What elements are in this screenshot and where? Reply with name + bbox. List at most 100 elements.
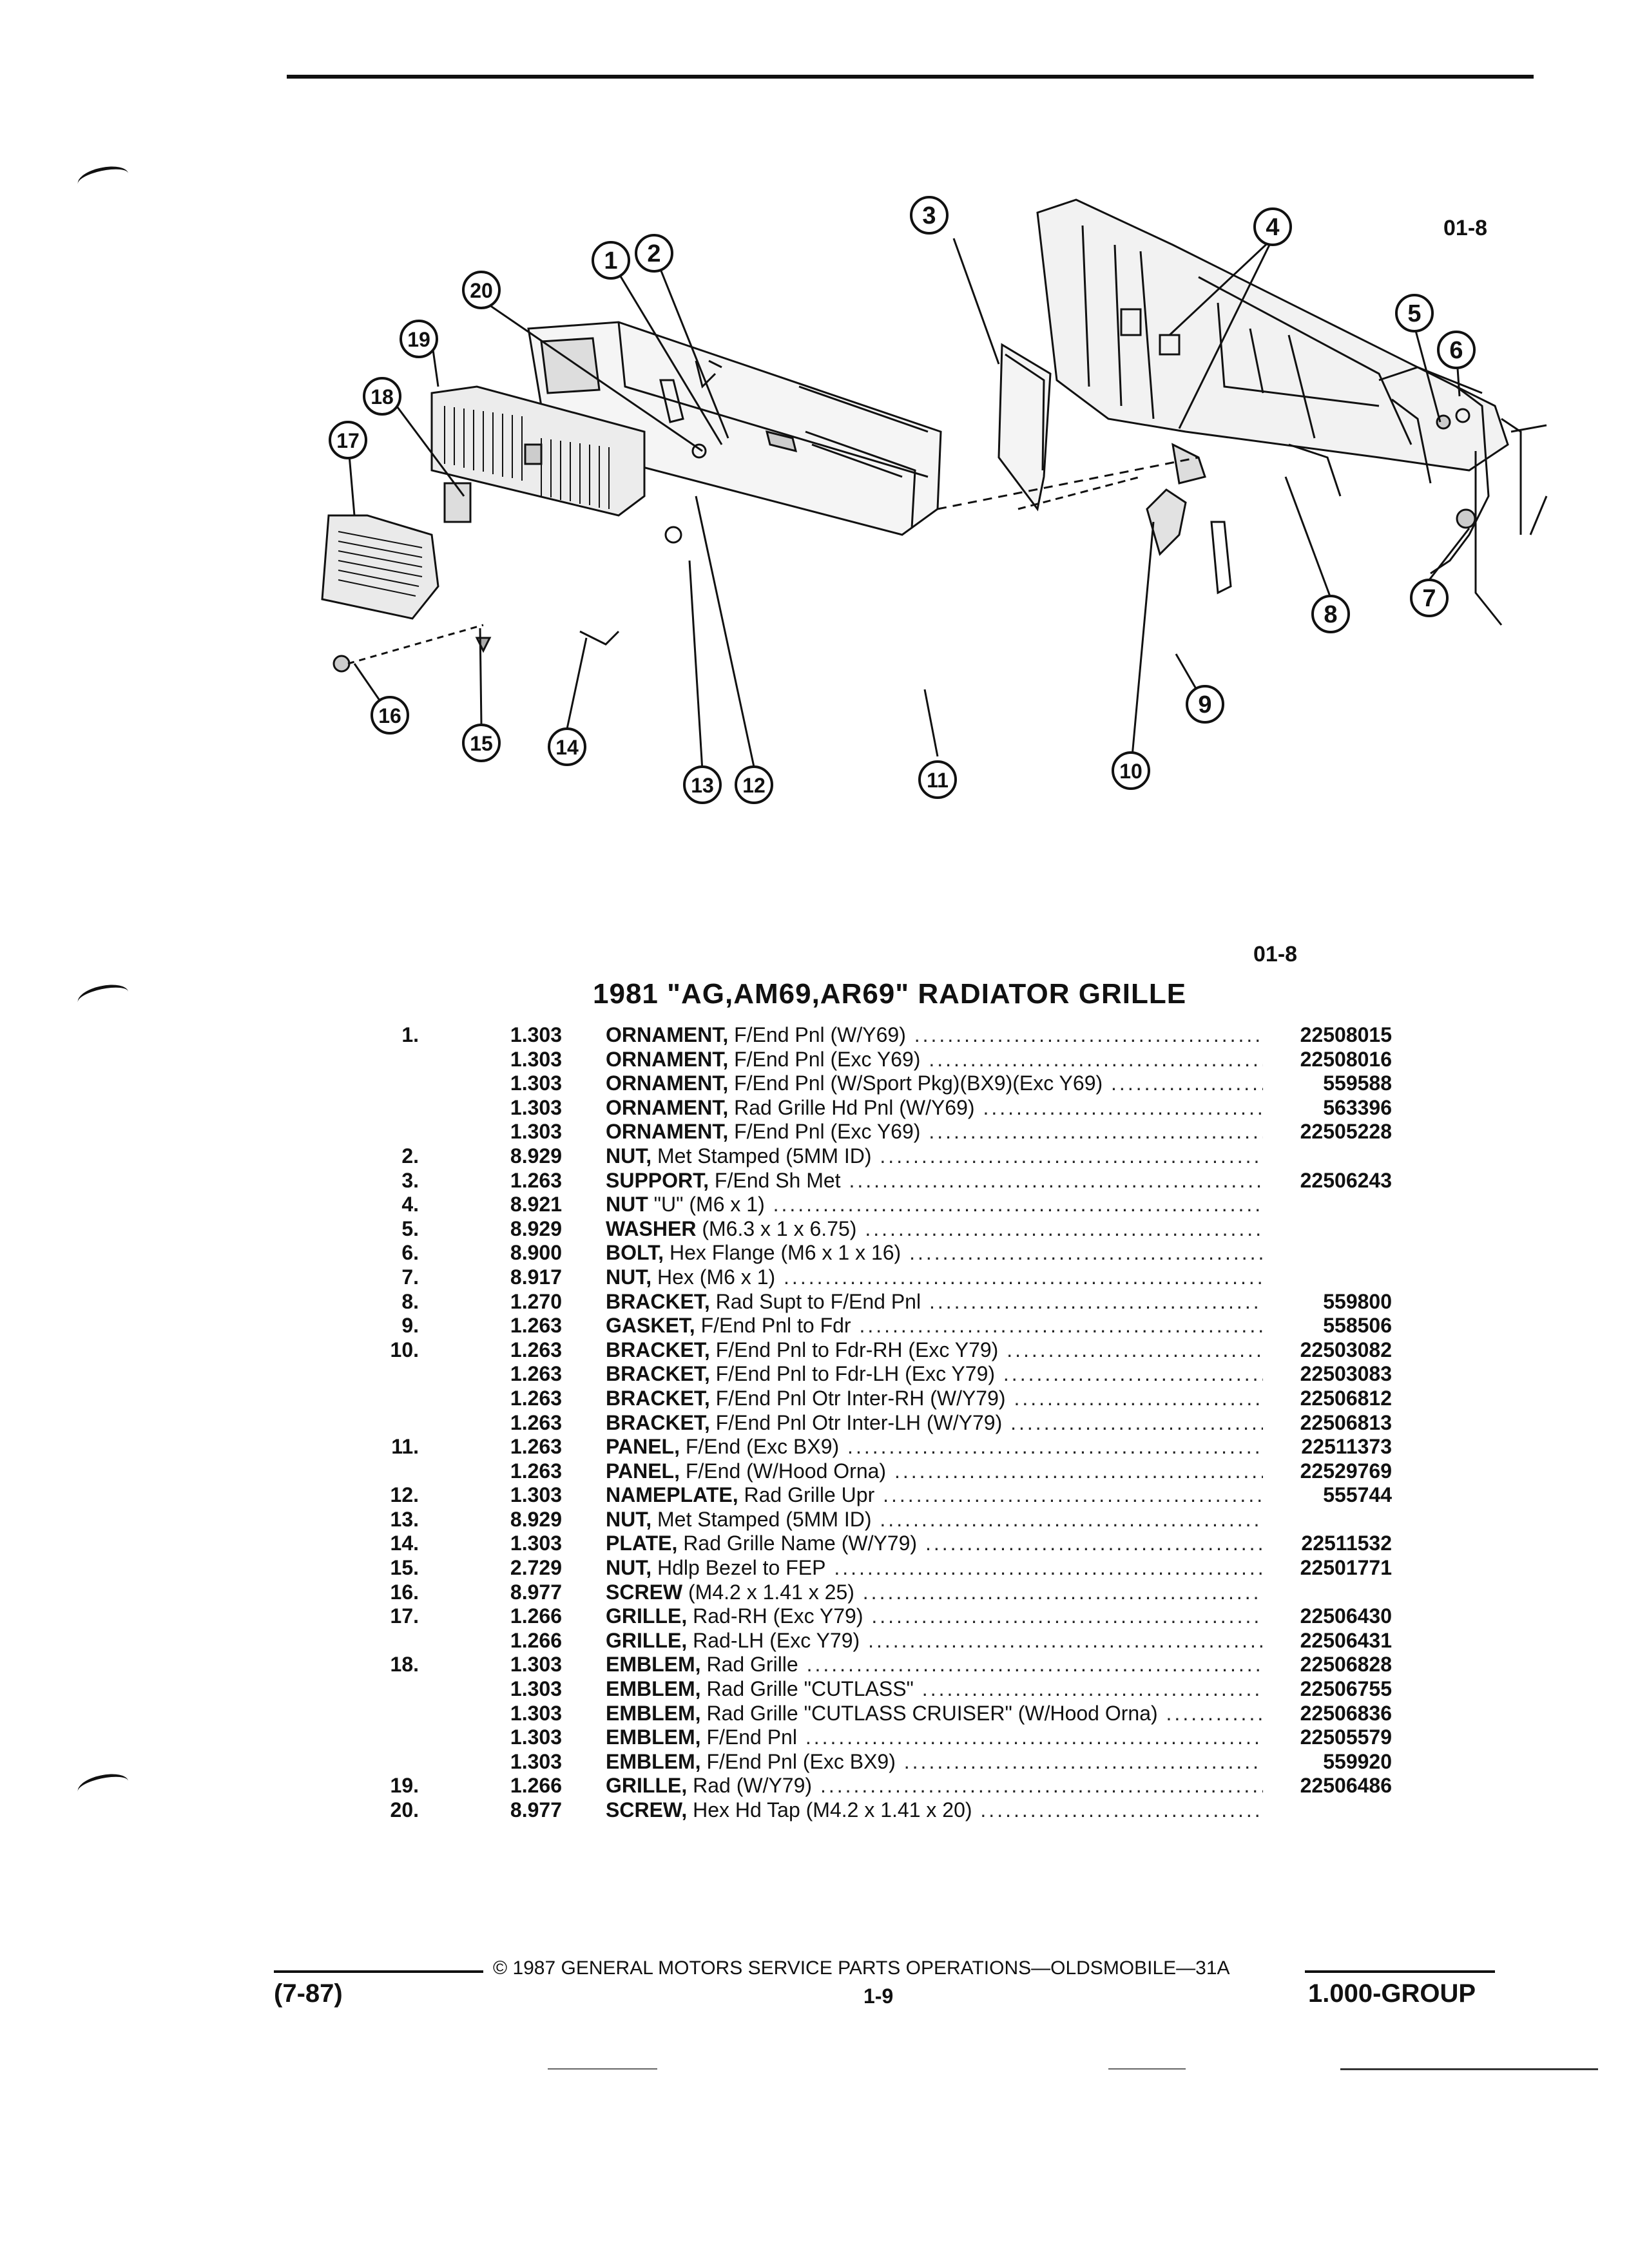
group-number: 1.270 — [510, 1289, 562, 1313]
part-name: ORNAMENT, — [606, 1095, 729, 1119]
svg-text:19: 19 — [407, 328, 430, 351]
part-description: NUT, Met Stamped (5MM ID) ..............… — [606, 1144, 1263, 1169]
ref-number: 19. — [390, 1774, 419, 1798]
part-name: NUT, — [606, 1144, 652, 1168]
callout-5: 5 — [1395, 294, 1434, 332]
part-detail: "U" (M6 x 1) — [648, 1193, 765, 1216]
part-detail: Rad-RH (Exc Y79) — [687, 1604, 863, 1628]
binder-mark — [75, 162, 131, 195]
part-description: SCREW, Hex Hd Tap (M4.2 x 1.41 x 20) ...… — [606, 1798, 1263, 1823]
part-description: ORNAMENT, F/End Pnl (W/Sport Pkg)(BX9)(E… — [606, 1072, 1263, 1096]
ref-number: 10. — [390, 1338, 419, 1361]
dot-leader: ........................................… — [847, 1435, 1263, 1459]
dot-leader: ........................................… — [834, 1556, 1263, 1580]
dot-leader: ........................................… — [865, 1216, 1263, 1240]
dot-leader: ........................................… — [862, 1580, 1263, 1604]
part-description: ORNAMENT, F/End Pnl (Exc Y69) ..........… — [606, 1048, 1263, 1072]
group-number: 1.303 — [510, 1653, 562, 1677]
ref-number: 14. — [390, 1532, 419, 1555]
part-number: 22506430 — [1300, 1604, 1392, 1628]
callout-11: 11 — [918, 760, 957, 799]
part-name: SCREW, — [606, 1798, 688, 1821]
group-number: 1.263 — [510, 1314, 562, 1338]
part-name: NUT, — [606, 1507, 652, 1531]
part-name: EMBLEM, — [606, 1677, 701, 1701]
group-number: 8.929 — [510, 1507, 562, 1531]
svg-text:16: 16 — [378, 704, 401, 727]
dot-leader: ........................................… — [925, 1532, 1263, 1555]
dot-leader: ........................................… — [903, 1749, 1263, 1773]
dot-leader: ........................................… — [859, 1314, 1263, 1338]
dot-leader: ........................................… — [894, 1459, 1263, 1483]
dot-leader: ........................................… — [921, 1677, 1263, 1701]
group-number: 1.263 — [510, 1338, 562, 1361]
callout-2: 2 — [635, 234, 673, 273]
part-detail: F/End Pnl — [700, 1725, 797, 1749]
part-name: EMBLEM, — [606, 1653, 701, 1677]
group-number: 1.266 — [510, 1628, 562, 1652]
dot-leader: ........................................… — [1166, 1701, 1263, 1725]
part-detail: Rad Grille Upr — [738, 1483, 875, 1507]
part-description: EMBLEM, Rad Grille "CUTLASS" ...........… — [606, 1677, 1263, 1702]
svg-text:8: 8 — [1324, 601, 1337, 628]
part-description: NAMEPLATE, Rad Grille Upr ..............… — [606, 1483, 1263, 1508]
binder-mark — [75, 981, 131, 1014]
part-number: 22508016 — [1300, 1047, 1392, 1071]
ref-number: 6. — [401, 1241, 419, 1265]
part-description: NUT, Hdlp Bezel to FEP .................… — [606, 1556, 1263, 1581]
dot-leader: ........................................… — [784, 1265, 1263, 1289]
ref-number: 3. — [401, 1168, 419, 1192]
callout-12: 12 — [735, 765, 773, 804]
figure-code-top: 01-8 — [1443, 216, 1488, 240]
part-number: 22529769 — [1300, 1459, 1392, 1483]
dot-leader: ........................................… — [929, 1047, 1263, 1071]
part-name: PANEL, — [606, 1435, 680, 1459]
ref-number: 8. — [401, 1289, 419, 1313]
part-name: SCREW — [606, 1580, 683, 1604]
callout-15: 15 — [462, 724, 501, 762]
part-name: WASHER — [606, 1216, 697, 1240]
group-number: 1.263 — [510, 1410, 562, 1434]
ref-number: 11. — [391, 1435, 419, 1459]
svg-text:10: 10 — [1119, 760, 1142, 783]
callout-6: 6 — [1437, 331, 1476, 369]
footer-rule-right — [1305, 1970, 1495, 1973]
part-description: WASHER (M6.3 x 1 x 6.75) ...............… — [606, 1217, 1263, 1242]
svg-text:3: 3 — [922, 202, 936, 229]
group-number: 1.266 — [510, 1604, 562, 1628]
ref-number: 4. — [401, 1193, 419, 1216]
part-detail: Met Stamped (5MM ID) — [651, 1507, 872, 1531]
part-description: EMBLEM, F/End Pnl (Exc BX9) ............… — [606, 1750, 1263, 1774]
part-number: 22501771 — [1300, 1556, 1392, 1580]
svg-text:20: 20 — [470, 279, 493, 302]
group-number: 1.303 — [510, 1532, 562, 1555]
group-number: 1.303 — [510, 1749, 562, 1773]
callout-19: 19 — [400, 320, 438, 358]
part-number: 22508015 — [1300, 1023, 1392, 1046]
dot-leader: ........................................… — [820, 1774, 1263, 1798]
part-name: ORNAMENT, — [606, 1047, 729, 1071]
svg-text:1: 1 — [604, 247, 617, 274]
part-description: ORNAMENT, Rad Grille Hd Pnl (W/Y69) ....… — [606, 1096, 1263, 1120]
ref-number: 15. — [390, 1556, 419, 1580]
part-detail: (M4.2 x 1.41 x 25) — [682, 1580, 854, 1604]
part-name: ORNAMENT, — [606, 1072, 729, 1095]
group-number: 8.929 — [510, 1144, 562, 1168]
part-detail: F/End Pnl (Exc Y69) — [728, 1120, 921, 1144]
part-detail: F/End Pnl to Fdr-LH (Exc Y79) — [709, 1362, 996, 1386]
part-name: GRILLE, — [606, 1628, 688, 1652]
part-number: 563396 — [1323, 1095, 1392, 1119]
